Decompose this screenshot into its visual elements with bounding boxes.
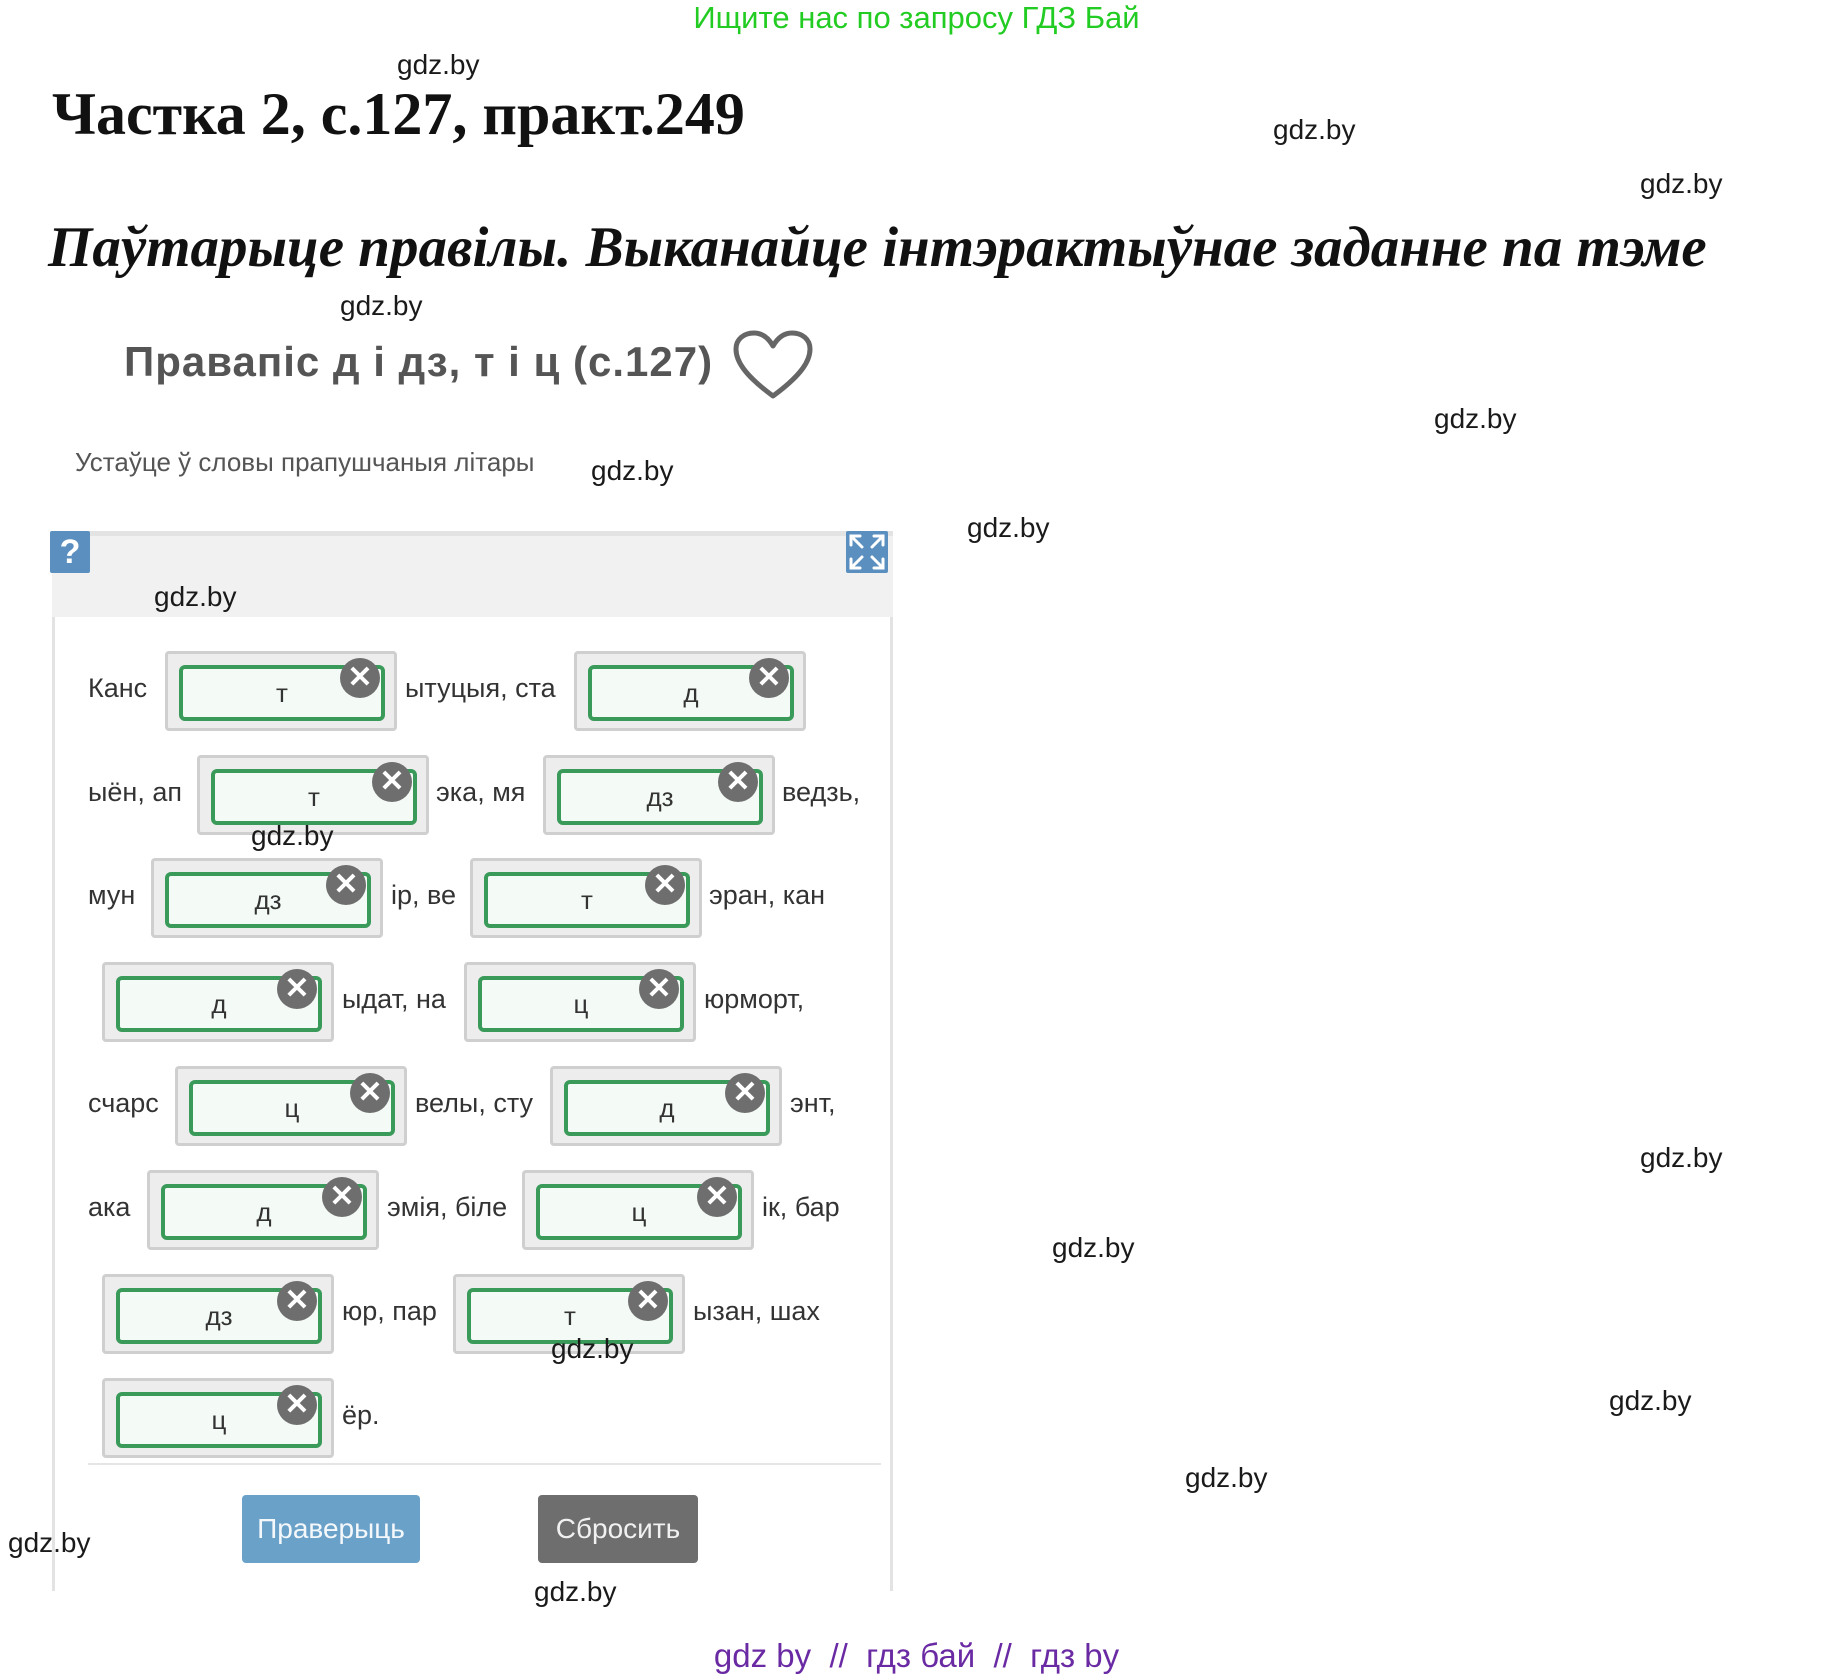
remove-icon[interactable]: ✕ <box>277 1281 317 1321</box>
footer: gdz by // гдз бай // гдз by <box>713 1637 1120 1674</box>
heart-icon[interactable] <box>733 330 813 402</box>
answer-slot[interactable]: ц✕ <box>464 962 696 1042</box>
watermark: gdz.by <box>340 290 423 321</box>
remove-icon[interactable]: ✕ <box>277 969 317 1009</box>
remove-icon[interactable]: ✕ <box>322 1177 362 1217</box>
widget-header <box>52 531 893 617</box>
fullscreen-icon[interactable] <box>846 531 888 573</box>
watermark: gdz.by <box>534 1576 617 1607</box>
answer-slot[interactable]: т✕ <box>165 651 397 731</box>
answer-slot[interactable]: т✕ <box>453 1274 685 1354</box>
word-fragment: ызан, шах <box>693 1296 820 1326</box>
remove-icon[interactable]: ✕ <box>718 762 758 802</box>
word-fragment: эран, кан <box>709 880 826 910</box>
answer-slot[interactable]: ц✕ <box>175 1066 407 1146</box>
word-fragment: велы, сту <box>415 1088 533 1118</box>
remove-icon[interactable]: ✕ <box>749 658 789 698</box>
remove-icon[interactable]: ✕ <box>340 658 380 698</box>
answer-slot[interactable]: дз✕ <box>543 755 775 835</box>
word-fragment: ытуцыя, ста <box>405 673 556 703</box>
remove-icon[interactable]: ✕ <box>645 865 685 905</box>
word-fragment: ыён, ап <box>88 777 182 807</box>
watermark: gdz.by <box>967 512 1050 543</box>
divider <box>88 1463 881 1465</box>
watermark: gdz.by <box>154 581 237 612</box>
word-fragment: мун <box>88 880 136 910</box>
remove-icon[interactable]: ✕ <box>372 762 412 802</box>
remove-icon[interactable]: ✕ <box>277 1385 317 1425</box>
word-fragment: эка, мя <box>436 777 526 807</box>
exercise-widget <box>52 531 893 1591</box>
remove-icon[interactable]: ✕ <box>697 1177 737 1217</box>
task-text: Паўтарыце правілы. Выканайце інтэрактыўн… <box>48 216 1707 279</box>
word-fragment: ведзь, <box>782 777 861 807</box>
watermark: gdz.by <box>1609 1385 1692 1416</box>
reset-button[interactable]: Сбросить <box>538 1495 698 1563</box>
word-fragment: счарс <box>88 1088 159 1118</box>
answer-slot[interactable]: д✕ <box>574 651 806 731</box>
instruction: Устаўце ў словы прапушчаныя літары <box>75 447 535 477</box>
word-fragment: ік, бар <box>762 1192 840 1222</box>
top-banner: Ищите нас по запросу ГДЗ Бай <box>693 0 1140 35</box>
answer-slot[interactable]: ц✕ <box>522 1170 754 1250</box>
watermark: gdz.by <box>1434 403 1517 434</box>
watermark: gdz.by <box>1640 1142 1723 1173</box>
word-fragment: ір, ве <box>391 880 457 910</box>
word-fragment: энт, <box>790 1088 836 1118</box>
answer-slot[interactable]: д✕ <box>550 1066 782 1146</box>
remove-icon[interactable]: ✕ <box>639 969 679 1009</box>
answer-slot[interactable]: д✕ <box>102 962 334 1042</box>
watermark: gdz.by <box>1273 114 1356 145</box>
word-fragment: эмія, біле <box>387 1192 508 1222</box>
check-button[interactable]: Праверыць <box>242 1495 420 1563</box>
remove-icon[interactable]: ✕ <box>326 865 366 905</box>
watermark: gdz.by <box>591 455 674 486</box>
answer-slot[interactable]: д✕ <box>147 1170 379 1250</box>
remove-icon[interactable]: ✕ <box>628 1281 668 1321</box>
word-fragment: ака <box>88 1192 131 1222</box>
answer-slot[interactable]: ц✕ <box>102 1378 334 1458</box>
help-button[interactable]: ? <box>50 531 90 573</box>
answer-slot[interactable]: т✕ <box>470 858 702 938</box>
word-fragment: ёр. <box>342 1400 380 1430</box>
remove-icon[interactable]: ✕ <box>725 1073 765 1113</box>
word-fragment: ыдат, на <box>342 984 446 1014</box>
watermark: gdz.by <box>1640 168 1723 199</box>
watermark: gdz.by <box>551 1333 634 1364</box>
exercise-title: Правапіс д і дз, т і ц (с.127) <box>124 338 714 385</box>
page-title: Частка 2, с.127, практ.249 <box>52 81 745 147</box>
word-fragment: юрморт, <box>704 984 805 1014</box>
watermark: gdz.by <box>1052 1232 1135 1263</box>
word-fragment: Канс <box>88 673 148 703</box>
watermark: gdz.by <box>8 1527 91 1558</box>
watermark: gdz.by <box>251 820 334 851</box>
watermark: gdz.by <box>397 49 480 80</box>
answer-slot[interactable]: дз✕ <box>151 858 383 938</box>
remove-icon[interactable]: ✕ <box>350 1073 390 1113</box>
answer-slot[interactable]: т✕ <box>197 755 429 835</box>
watermark: gdz.by <box>1185 1462 1268 1493</box>
word-fragment: юр, пар <box>342 1296 437 1326</box>
answer-slot[interactable]: дз✕ <box>102 1274 334 1354</box>
